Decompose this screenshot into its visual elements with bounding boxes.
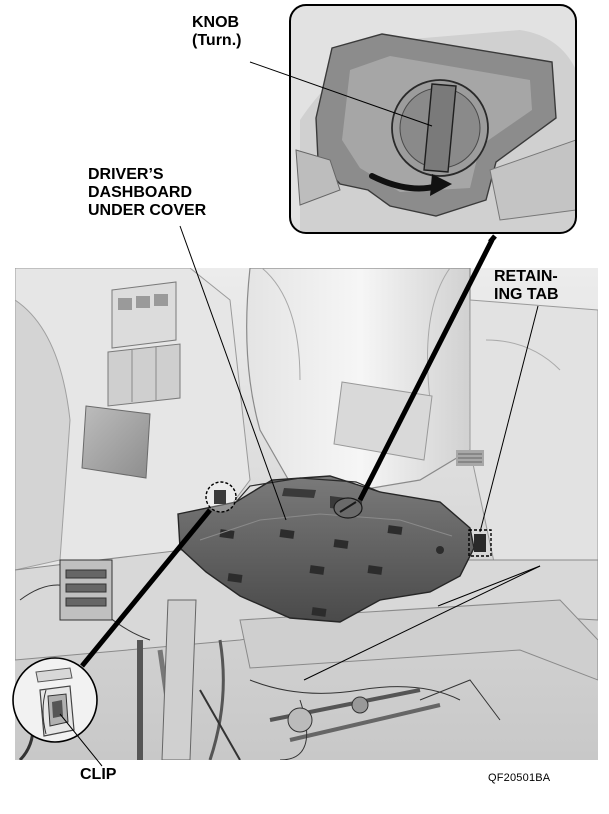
steering-column bbox=[246, 268, 476, 501]
knob-label: KNOB (Turn.) bbox=[192, 14, 242, 49]
lower-leader-2 bbox=[303, 565, 541, 681]
dashboard-view bbox=[15, 268, 598, 760]
clip-inset bbox=[12, 657, 98, 743]
lower-left-panel bbox=[81, 405, 151, 479]
inset-frame bbox=[289, 4, 577, 234]
knob-on-cover bbox=[333, 497, 363, 519]
clip-leader bbox=[59, 713, 103, 767]
under-cover bbox=[177, 475, 475, 623]
knob-leader bbox=[249, 61, 433, 127]
cover-leader bbox=[179, 225, 287, 521]
clip-label: CLIP bbox=[80, 766, 117, 783]
retaining-tab-leader bbox=[479, 305, 539, 533]
lower-leader-1 bbox=[437, 565, 541, 607]
figure-code: QF20501BA bbox=[488, 772, 551, 784]
leader-lines bbox=[59, 61, 541, 767]
switch-panel bbox=[107, 281, 181, 407]
knob-inset bbox=[289, 4, 577, 234]
inset-connector bbox=[357, 238, 495, 502]
retaining-tab-label: RETAIN- ING TAB bbox=[494, 268, 559, 303]
under-cover-label: DRIVER’S DASHBOARD UNDER COVER bbox=[88, 166, 207, 219]
clip-connector bbox=[80, 508, 212, 668]
